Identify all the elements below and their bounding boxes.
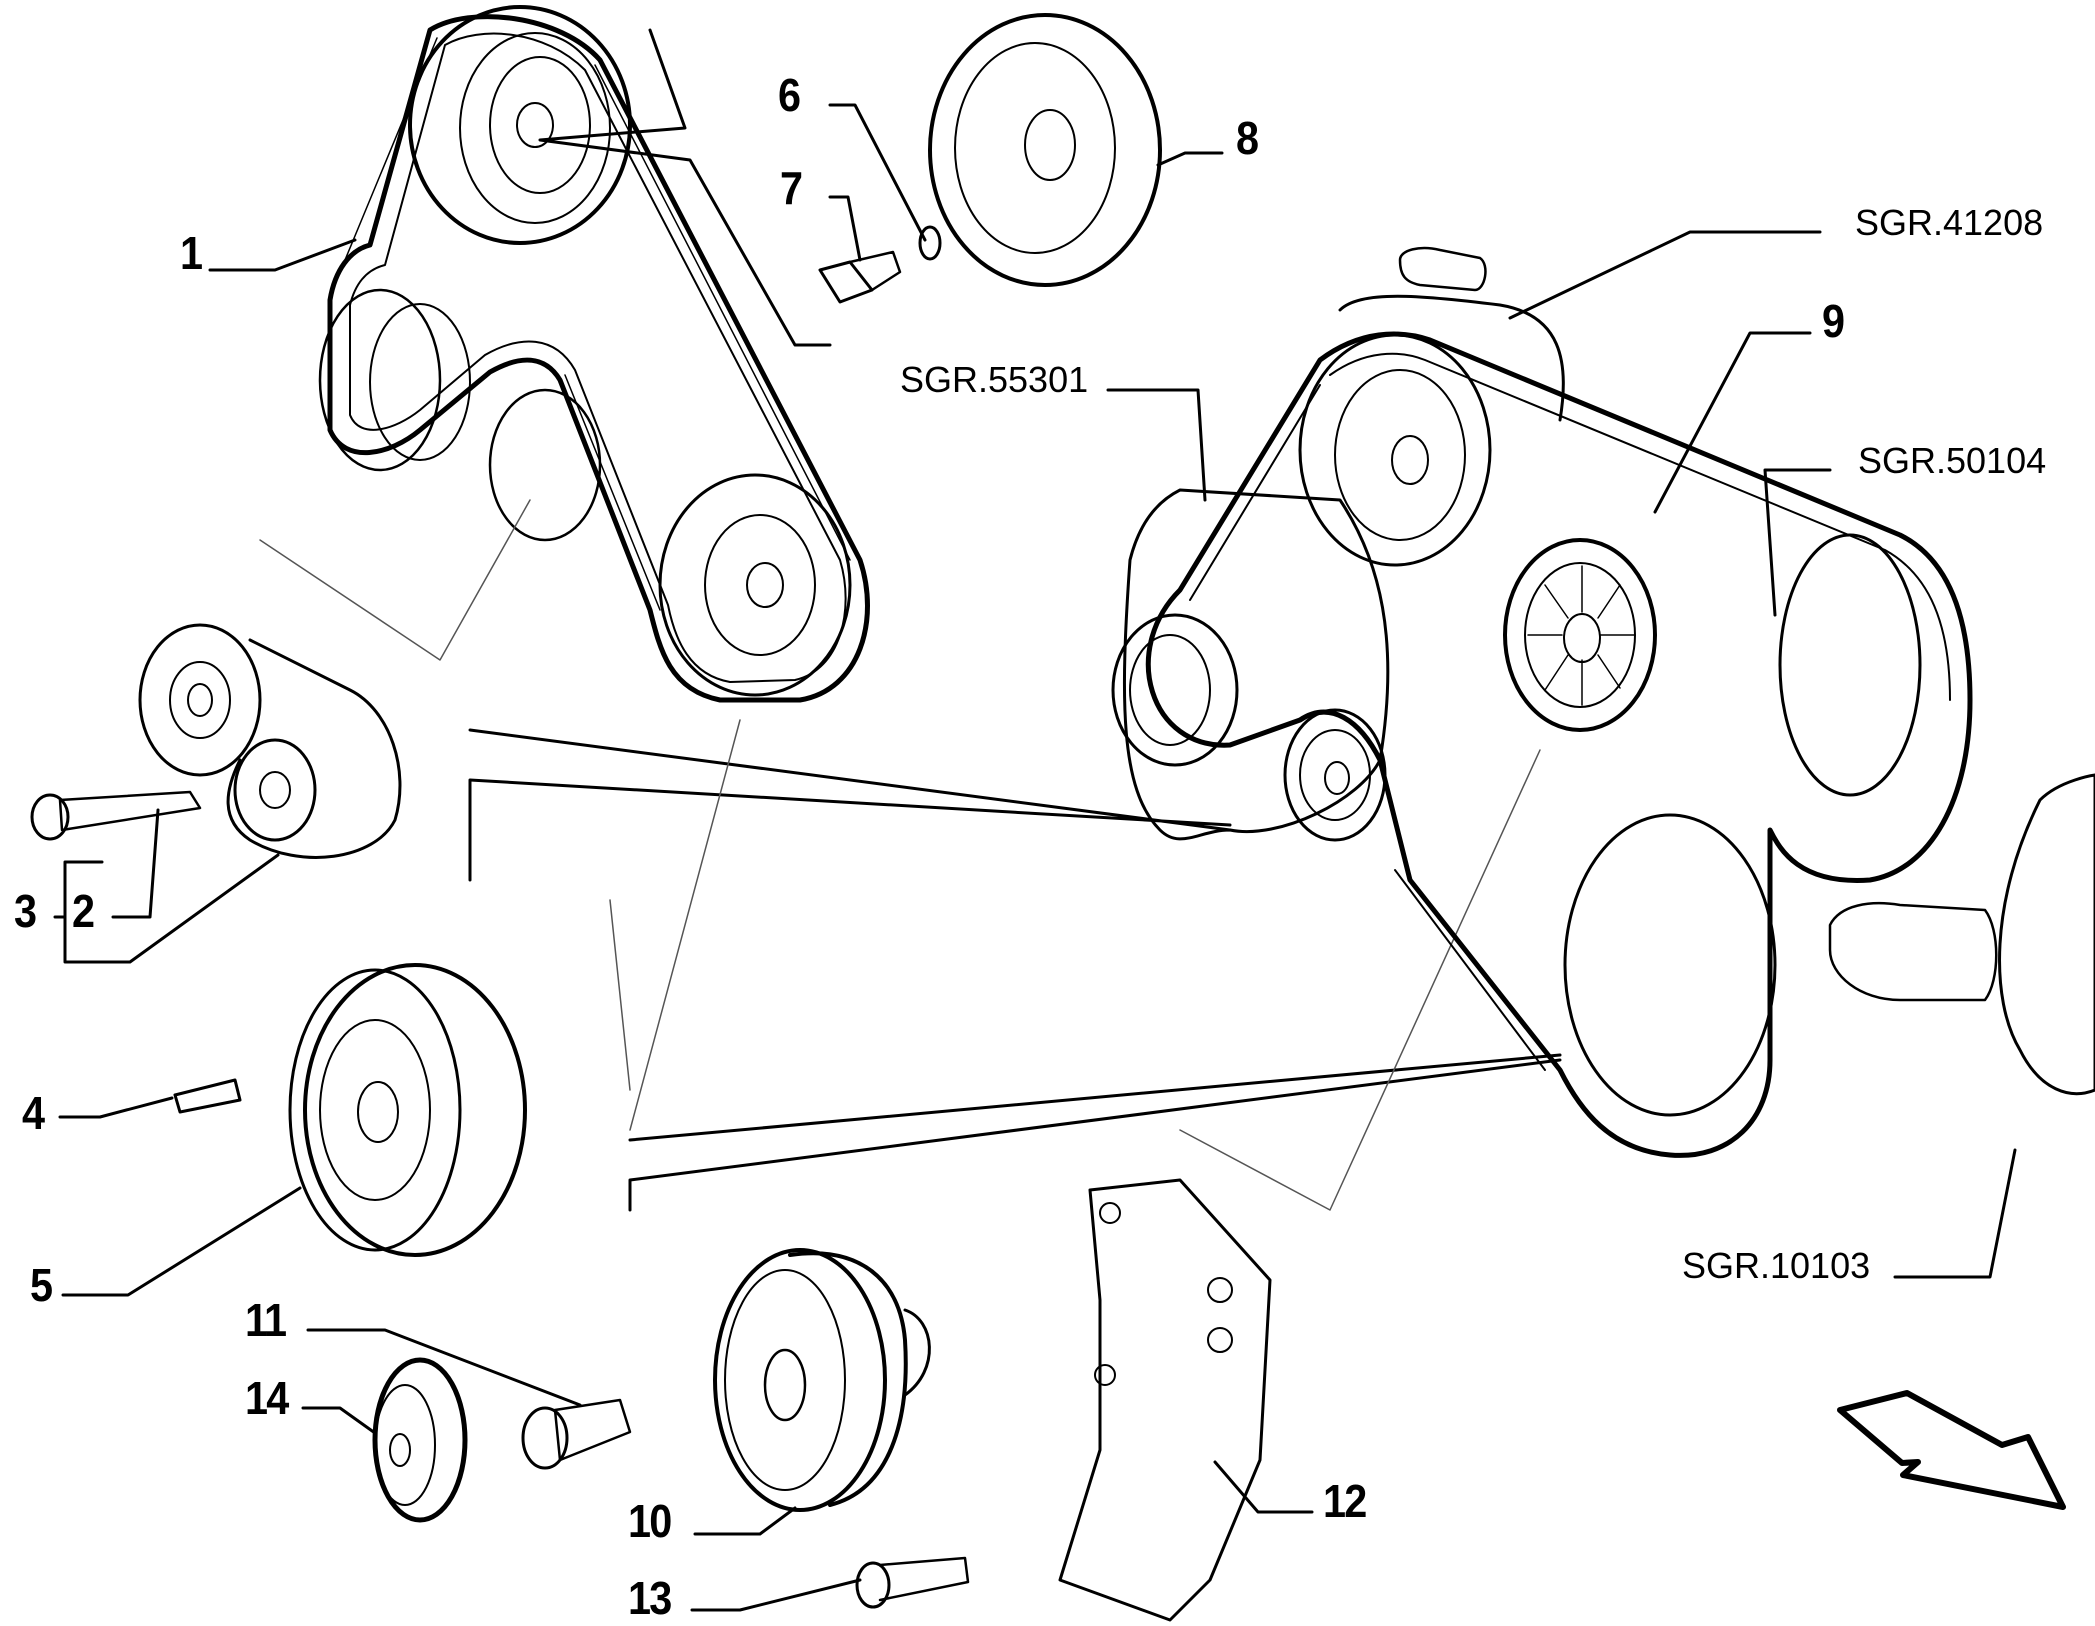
leader-5 xyxy=(61,1186,302,1297)
leader-14 xyxy=(301,1406,377,1435)
part-7-screw xyxy=(818,250,902,304)
leader-13 xyxy=(690,1578,862,1612)
leader-12 xyxy=(1213,1460,1314,1514)
belt-1-outline xyxy=(327,14,870,703)
belt-1-ribs xyxy=(344,37,851,611)
leader-sgr-55301 xyxy=(1106,388,1207,502)
ref-sgr-41208: SGR.41208 xyxy=(1855,202,2044,243)
belt-1-inner xyxy=(349,32,847,683)
callout-8: 8 xyxy=(1236,112,1259,164)
part-11-bolt xyxy=(521,1398,632,1470)
part-4-screw xyxy=(173,1078,242,1114)
leader-8 xyxy=(1156,151,1224,167)
leader-10 xyxy=(693,1506,797,1536)
small-idler-pulley xyxy=(1283,708,1387,842)
ref-sgr-50104: SGR.50104 xyxy=(1858,440,2047,481)
leader-9 xyxy=(1653,331,1812,514)
leader-4 xyxy=(58,1096,174,1119)
guide-lines-thin xyxy=(609,719,1541,1211)
leader-7 xyxy=(828,195,862,262)
part-3-tensioner xyxy=(138,623,402,859)
callout-2: 2 xyxy=(72,885,95,937)
callout-11: 11 xyxy=(245,1294,287,1346)
callout-14: 14 xyxy=(245,1372,289,1424)
ac-compressor-pulley xyxy=(1778,533,1922,797)
belt-9-inner xyxy=(1189,352,1951,1071)
ref-sgr-10103: SGR.10103 xyxy=(1682,1245,1871,1286)
callout-12: 12 xyxy=(1323,1475,1367,1527)
crankshaft-pulley xyxy=(1563,813,1777,1117)
callout-leaders xyxy=(53,103,2017,1612)
callout-13: 13 xyxy=(628,1572,672,1624)
thin-guide-line-top xyxy=(259,499,531,661)
callout-6: 6 xyxy=(778,69,801,121)
leader-sgr-50104 xyxy=(1763,468,1832,617)
part-5-pulley xyxy=(288,963,527,1257)
leader-sgr-41208 xyxy=(1508,230,1822,320)
leader-2 xyxy=(111,808,160,919)
upper-belt-assembly xyxy=(318,5,870,703)
part-12-bracket xyxy=(1058,1178,1272,1622)
leader-sgr-10103 xyxy=(1893,1148,2017,1279)
part-14-cap xyxy=(372,1357,468,1523)
front-direction-arrow-icon xyxy=(1837,1390,2066,1510)
crankshaft-housing xyxy=(1828,773,2095,1096)
leader-11 xyxy=(306,1328,582,1407)
callout-7: 7 xyxy=(780,162,803,214)
callout-9: 9 xyxy=(1822,295,1845,347)
callout-1: 1 xyxy=(180,227,203,279)
callout-10: 10 xyxy=(628,1495,672,1547)
upper-lower-pulley xyxy=(658,473,852,697)
part-8-pulley xyxy=(928,13,1162,287)
upper-middle-idler xyxy=(488,388,602,542)
leader-3 xyxy=(53,853,280,964)
part-2-bolt xyxy=(30,790,202,841)
callout-3: 3 xyxy=(14,885,37,937)
upper-top-pulley xyxy=(408,5,632,245)
part-13-bolt xyxy=(855,1556,970,1609)
spoked-idler-pulley xyxy=(1503,538,1657,732)
alternator-pulley xyxy=(1111,613,1239,767)
ref-sgr-55301: SGR.55301 xyxy=(900,359,1089,400)
callout-5: 5 xyxy=(30,1259,53,1311)
water-pump-pulley xyxy=(1298,333,1492,567)
callout-4: 4 xyxy=(22,1087,45,1139)
part-10-idler xyxy=(713,1248,931,1512)
leader-lines-top xyxy=(538,28,832,347)
part-6-washer xyxy=(918,225,942,261)
upper-left-pulley xyxy=(318,288,471,472)
leader-6 xyxy=(828,103,927,242)
leader-1 xyxy=(208,238,357,272)
belt-9-outline xyxy=(1145,331,1973,1158)
engine-block-assembly xyxy=(1122,246,1565,841)
guide-lines-center xyxy=(468,728,1562,1212)
